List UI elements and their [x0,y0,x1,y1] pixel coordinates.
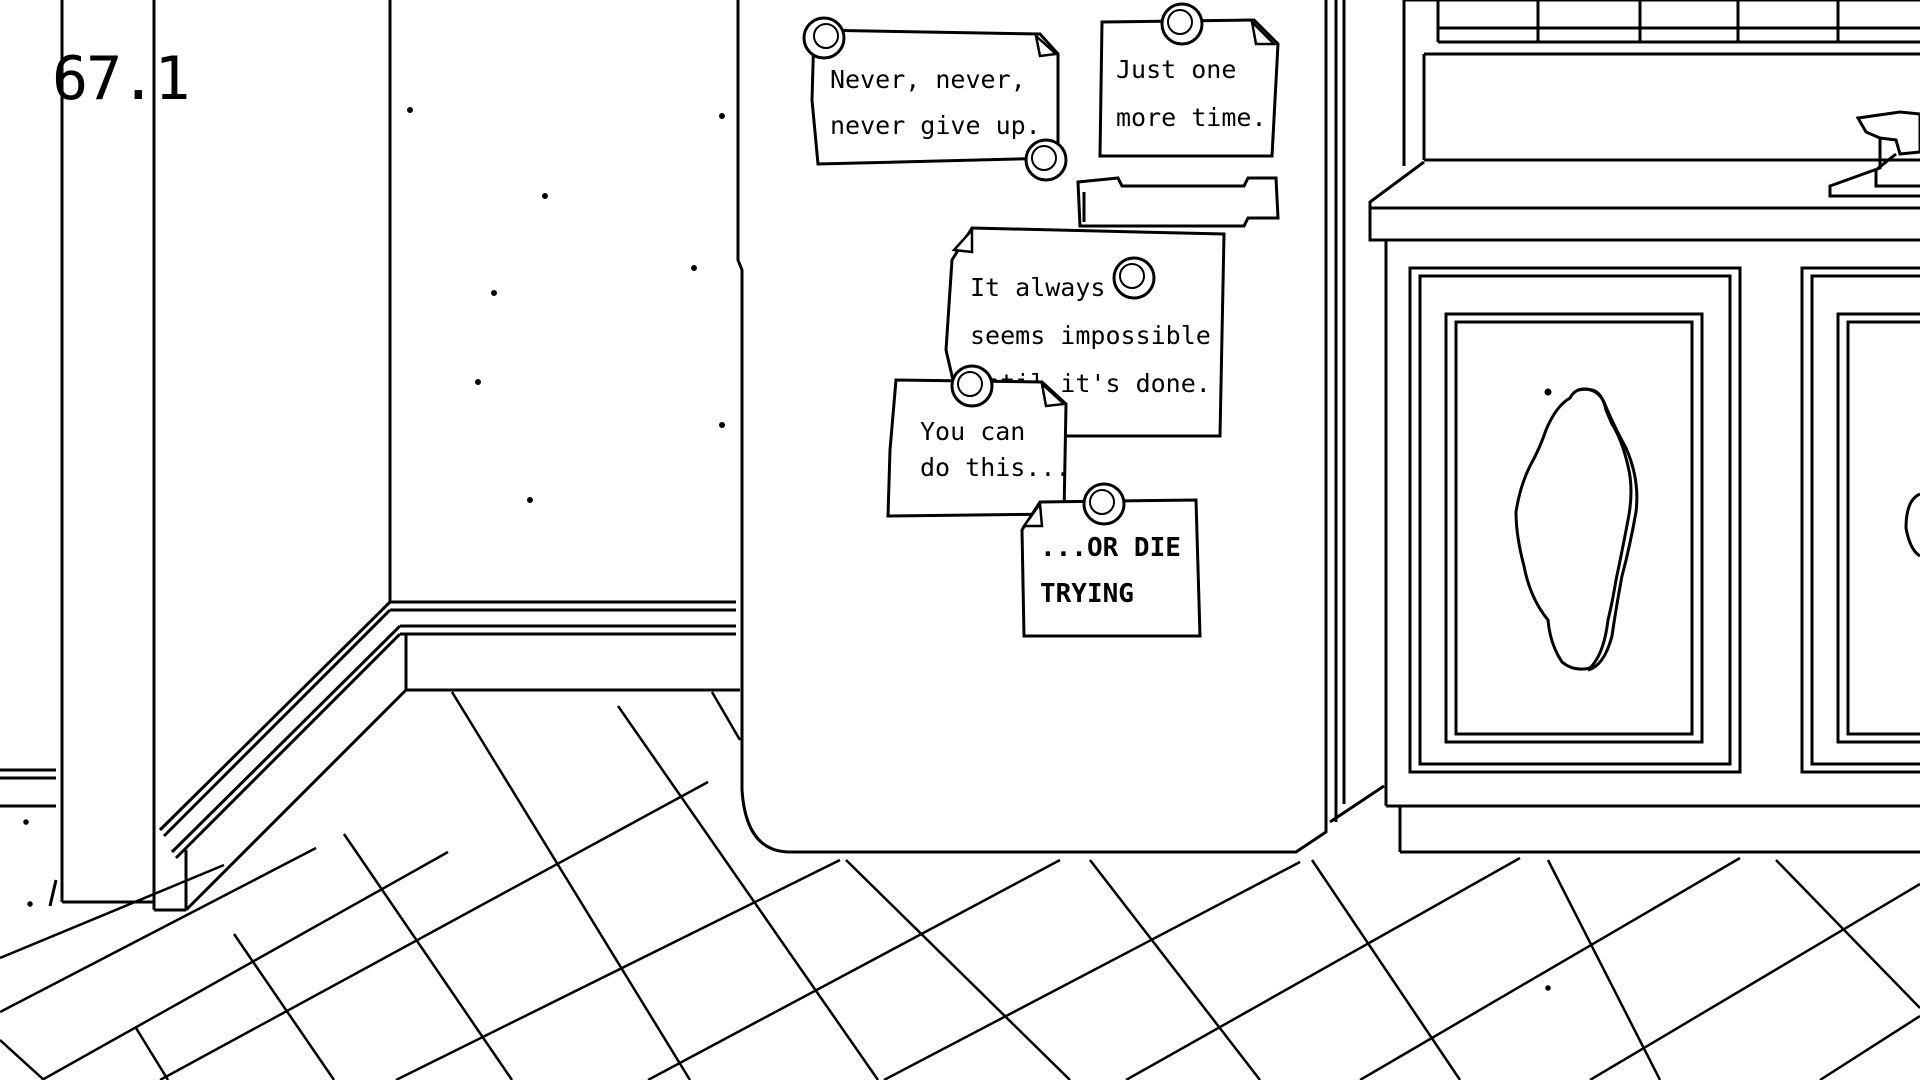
note-line: ...OR DIE [1040,533,1181,563]
pushpin-icon [957,371,983,397]
note-line: do this... [920,453,1071,482]
wall-section [158,0,740,912]
note-you-can-do-this[interactable]: You can do this... [886,364,1071,518]
note-line: Just one [1116,55,1236,84]
note-line: It always [970,273,1105,302]
cabinet-door-right[interactable] [1800,266,1920,774]
cabinet-door-left[interactable] [1408,266,1742,774]
note-line: TRYING [1040,579,1134,609]
note-line: more time. [1116,103,1267,132]
note-line: Never, never, [830,65,1026,94]
pushpin-icon [1089,489,1115,515]
note-line: seems impossible [970,321,1211,350]
door-frame [0,0,188,912]
note-just-one-more-time[interactable]: Just one more time. [1098,2,1280,158]
pushpin-icon [1031,145,1057,171]
kitchen-counter [1329,0,1920,854]
pushpin-icon [813,23,839,49]
fridge-handle[interactable] [1076,176,1280,228]
note-or-die-trying[interactable]: ...OR DIE TRYING [1020,482,1202,638]
pushpin-icon [1167,9,1193,35]
pushpin-icon [1119,263,1145,289]
note-line: never give up. [830,111,1041,140]
checkered-floor [0,691,1920,1080]
note-line: You can [920,417,1025,446]
fps-counter: 67.1 [52,44,190,114]
note-never-give-up[interactable]: Never, never, never give up. [802,16,1068,182]
fridge [736,0,1346,854]
